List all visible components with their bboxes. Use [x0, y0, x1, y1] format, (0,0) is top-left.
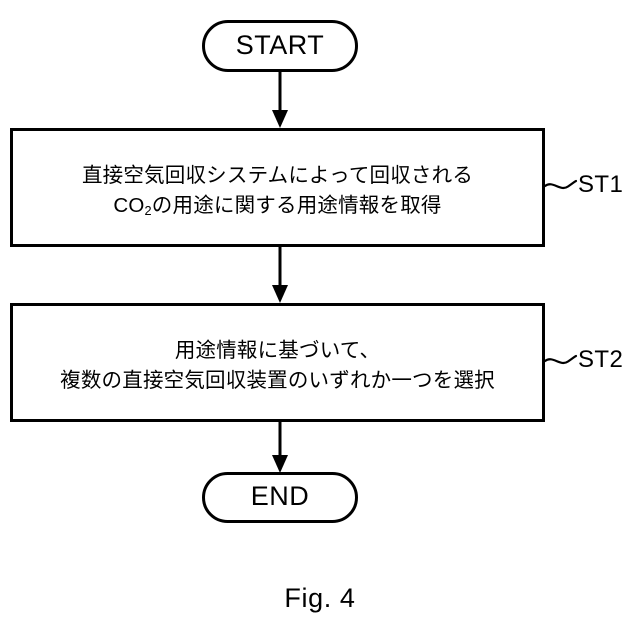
arrowhead-st1-to-st2: [272, 285, 288, 303]
figure-caption: Fig. 4: [284, 583, 356, 613]
st1-step-tag: ST1: [578, 171, 624, 198]
arrowhead-st2-to-end: [272, 455, 288, 473]
st2-process-box: [10, 303, 545, 422]
st2-process-text: 用途情報に基づいて、 複数の直接空気回収装置のいずれか一つを選択: [10, 336, 545, 396]
st1-process-text: 直接空気回収システムによって回収される CO2の用途に関する用途情報を取得: [10, 161, 545, 223]
st1-co2-prefix: CO: [113, 194, 145, 217]
start-terminator-shape: [202, 20, 358, 72]
arrowhead-start-to-st1: [272, 110, 288, 128]
st2-step-tag: ST2: [578, 346, 624, 373]
start-terminator-label: START: [235, 30, 325, 60]
st1-co2-subscript: 2: [144, 203, 152, 219]
end-terminator-label: END: [250, 481, 310, 511]
st2-text-line-1: 用途情報に基づいて、: [174, 339, 381, 362]
st2-leader-line: [543, 354, 578, 364]
st1-leader-line: [543, 179, 578, 189]
st1-text-line-1: 直接空気回収システムによって回収される: [81, 164, 474, 187]
st1-co2-suffix: の用途に関する用途情報を取得: [151, 194, 442, 217]
st1-process-box: [10, 128, 545, 247]
st2-text-line-2: 複数の直接空気回収装置のいずれか一つを選択: [60, 369, 495, 392]
end-terminator-shape: [202, 472, 358, 523]
st1-text-line-2: CO2の用途に関する用途情報を取得: [10, 191, 545, 223]
